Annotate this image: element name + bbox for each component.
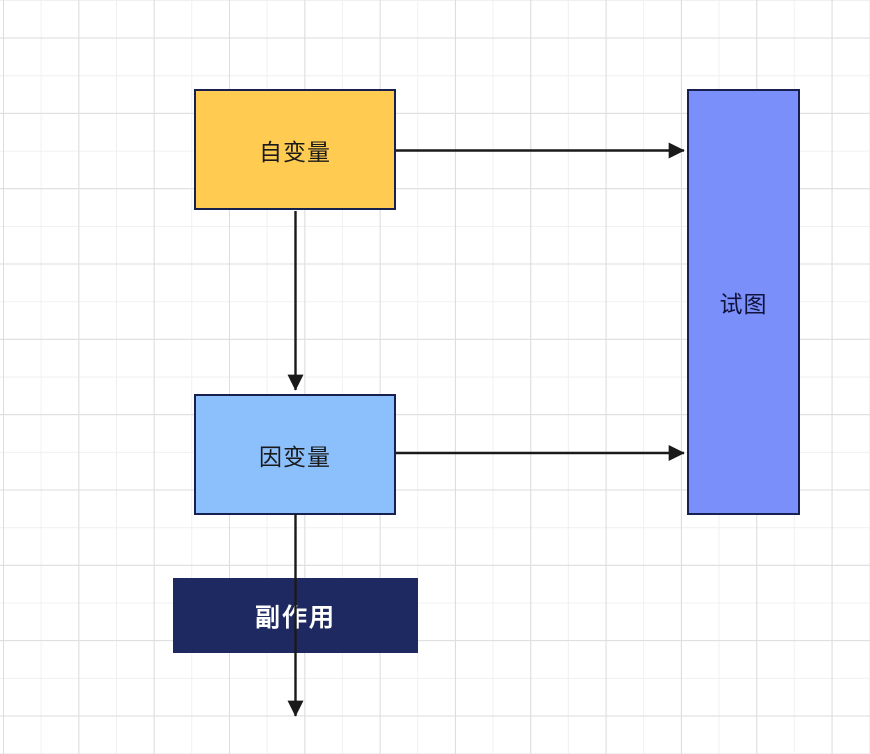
node-side-effect[interactable]: 副作用 [173,578,418,653]
node-dependent-variable-label: 因变量 [259,443,331,470]
node-view-label: 试图 [719,291,768,317]
node-independent-variable[interactable]: 自变量 [194,89,396,210]
node-dependent-variable[interactable]: 因变量 [194,394,396,515]
node-side-effect-label: 副作用 [254,603,336,632]
node-independent-variable-label: 自变量 [259,138,331,165]
node-view[interactable]: 试图 [687,89,800,515]
